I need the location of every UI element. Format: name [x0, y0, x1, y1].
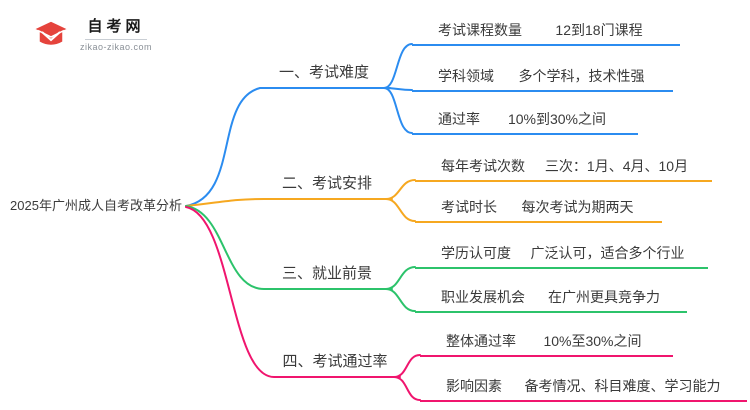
leaf-node: 学历认可度 广泛认可，适合多个行业 [415, 239, 708, 269]
leaf-node: 学科领域 多个学科，技术性强 [412, 62, 673, 92]
logo-divider [85, 38, 148, 40]
leaf-node: 通过率 10%到30%之间 [412, 105, 638, 135]
leaf-key: 职业发展机会 [441, 289, 525, 305]
leaf-node: 每年考试次数 三次：1月、4月、10月 [415, 152, 712, 182]
logo-text-block: 自考网 zikao-zikao.com [80, 17, 152, 52]
leaf-value: 12到18门课程 [555, 22, 643, 38]
leaf-value: 在广州更具竞争力 [548, 289, 660, 305]
leaf-value: 10%至30%之间 [543, 333, 642, 349]
brand-domain: zikao-zikao.com [80, 41, 153, 52]
leaf-value: 三次：1月、4月、10月 [544, 158, 689, 174]
graduation-cap-icon [28, 12, 72, 56]
leaf-key: 学历认可度 [441, 245, 511, 261]
leaf-node: 职业发展机会 在广州更具竞争力 [415, 283, 687, 313]
leaf-value: 10%到30%之间 [507, 111, 607, 127]
leaf-value: 备考情况、科目难度、学习能力 [524, 378, 721, 394]
root-node-label: 2025年广州成人自考改革分析 [10, 198, 182, 213]
zikao-logo: 自考网 zikao-zikao.com [28, 12, 152, 56]
leaf-value: 多个学科，技术性强 [518, 68, 645, 84]
leaf-key: 影响因素 [446, 378, 502, 394]
leaf-key: 整体通过率 [446, 333, 516, 349]
leaf-node: 整体通过率 10%至30%之间 [420, 327, 673, 357]
branch-3-label: 三、就业前景 [281, 265, 372, 282]
leaf-node: 考试课程数量 12到18门课程 [412, 16, 680, 46]
branch-1-label: 一、考试难度 [278, 64, 369, 81]
leaf-value: 每次考试为期两天 [521, 199, 634, 215]
leaf-key: 考试课程数量 [438, 22, 522, 38]
leaf-node: 影响因素 备考情况、科目难度、学习能力 [420, 372, 747, 402]
leaf-key: 每年考试次数 [441, 158, 525, 174]
leaf-node: 考试时长 每次考试为期两天 [415, 193, 662, 223]
leaf-value: 广泛认可，适合多个行业 [530, 245, 685, 261]
brand-name: 自考网 [87, 17, 145, 35]
leaf-key: 学科领域 [438, 68, 494, 84]
leaf-key: 考试时长 [441, 199, 497, 215]
branch-2-label: 二、考试安排 [281, 175, 372, 192]
leaf-key: 通过率 [438, 111, 480, 127]
branch-4-label: 四、考试通过率 [282, 353, 388, 370]
